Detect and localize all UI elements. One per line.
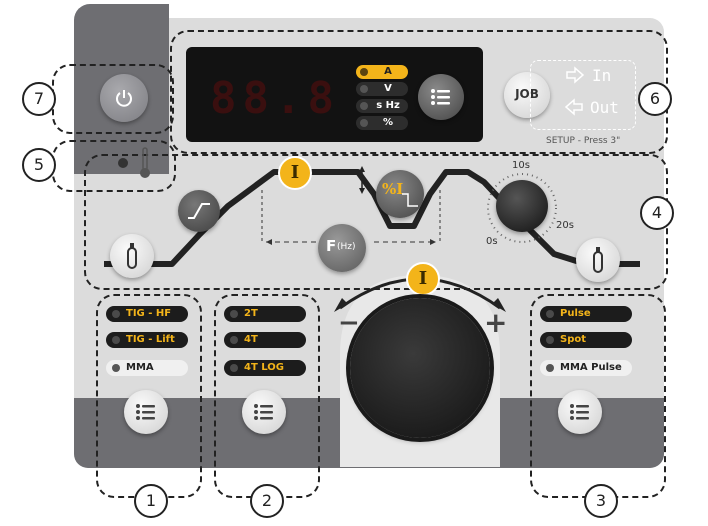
- secondary-current-button[interactable]: %I: [376, 170, 424, 218]
- timer-label-left: 0s: [486, 236, 498, 247]
- job-setup-text: SETUP - Press 3": [546, 136, 621, 146]
- job-out-icon: [564, 98, 583, 116]
- unit-seconds-hertz: s Hz: [356, 99, 408, 113]
- callout-4: 4: [640, 196, 674, 230]
- upslope-button[interactable]: [178, 190, 220, 232]
- trigger-option-4t[interactable]: 4T: [224, 332, 306, 348]
- frequency-unit: (Hz): [337, 242, 356, 252]
- menu-icon: [136, 404, 155, 420]
- thermometer-icon: [140, 147, 150, 178]
- menu-icon: [254, 404, 273, 420]
- process-option-tig-hf[interactable]: TIG - HF: [106, 306, 188, 322]
- knob-plus-label: +: [484, 306, 508, 339]
- postgas-button[interactable]: [576, 238, 620, 282]
- menu-icon: [570, 404, 589, 420]
- pulse-menu-button[interactable]: [558, 390, 602, 434]
- callout-6: 6: [638, 82, 672, 116]
- timer-knob[interactable]: [496, 180, 548, 232]
- pulse-option-pulse[interactable]: Pulse: [540, 306, 632, 322]
- job-in-icon: [566, 66, 585, 84]
- upslope-icon: [188, 203, 210, 219]
- process-menu-button[interactable]: [124, 390, 168, 434]
- callout-5: 5: [22, 148, 56, 182]
- timer-label-right: 20s: [556, 220, 574, 231]
- frequency-button[interactable]: F (Hz): [318, 224, 366, 272]
- pulse-option-spot[interactable]: Spot: [540, 332, 632, 348]
- job-in-label: In: [592, 66, 612, 85]
- callout-2: 2: [250, 484, 284, 518]
- process-option-tig-lift[interactable]: TIG - Lift: [106, 332, 188, 348]
- menu-icon: [431, 89, 450, 105]
- unit-volt: V: [356, 82, 408, 96]
- display-menu-button[interactable]: [418, 74, 464, 120]
- gas-cylinder-icon: [593, 247, 603, 273]
- callout-7: 7: [22, 82, 56, 116]
- percent-current-label: %I: [382, 180, 404, 198]
- downslope-icon: [402, 193, 418, 207]
- unit-percent: %: [356, 116, 408, 130]
- power-button[interactable]: [100, 74, 148, 122]
- job-out-label: Out: [590, 98, 619, 117]
- temperature-led: [118, 158, 128, 168]
- timer-scale: [487, 173, 557, 243]
- process-option-mma[interactable]: MMA: [106, 360, 188, 376]
- pregas-button[interactable]: [110, 234, 154, 278]
- callout-3: 3: [584, 484, 618, 518]
- display-digits: 88.8: [210, 73, 340, 124]
- pulse-group-outline: [530, 294, 666, 498]
- knob-current-badge: I: [406, 262, 440, 296]
- timer-label-top: 10s: [512, 160, 530, 171]
- pulse-option-mma-pulse[interactable]: MMA Pulse: [540, 360, 632, 376]
- job-inout-box: [530, 60, 636, 130]
- job-button[interactable]: JOB: [504, 72, 550, 118]
- power-icon: [116, 90, 132, 107]
- knob-minus-label: −: [338, 308, 360, 338]
- frequency-label: F: [326, 237, 337, 255]
- main-encoder-knob[interactable]: [350, 298, 490, 438]
- trigger-option-4t-log[interactable]: 4T LOG: [224, 360, 306, 376]
- callout-1: 1: [134, 484, 168, 518]
- unit-ampere: A: [356, 65, 408, 79]
- trigger-option-2t[interactable]: 2T: [224, 306, 306, 322]
- main-current-badge: I: [278, 156, 312, 190]
- job-label: JOB: [515, 87, 539, 101]
- trigger-menu-button[interactable]: [242, 390, 286, 434]
- gas-cylinder-icon: [127, 243, 137, 269]
